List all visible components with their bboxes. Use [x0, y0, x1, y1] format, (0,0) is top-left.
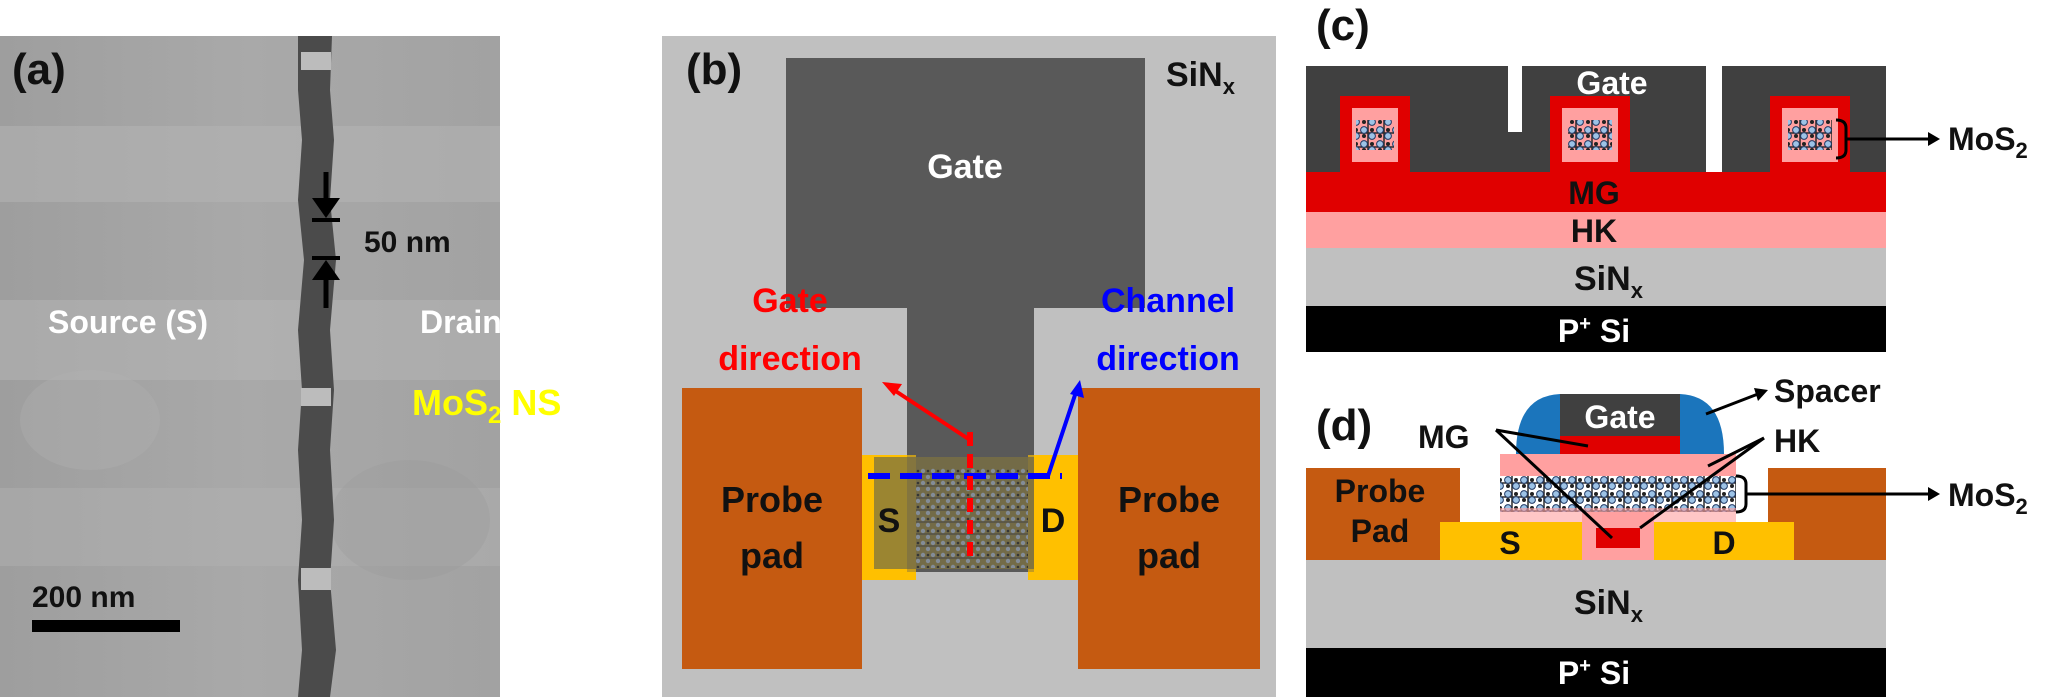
mos2-pointer-head [1928, 487, 1940, 501]
hk-top [1500, 454, 1736, 476]
sinx-label: SiNx [1574, 260, 1644, 303]
source-label: Source (S) [48, 304, 208, 340]
hk-layer-ext [1666, 212, 1886, 248]
panel-b-tag: (b) [686, 45, 742, 94]
mos2-channel [1500, 476, 1736, 512]
gate-label: Gate [1584, 399, 1655, 435]
width-label: 50 nm [364, 226, 451, 259]
sinx-layer [1306, 560, 1886, 648]
channel-direction-arrow [1046, 380, 1084, 477]
p-si-substrate [1306, 648, 1886, 697]
scale-bar-label: 200 nm [32, 581, 135, 614]
probe-pad-right-label-2: pad [1137, 535, 1201, 576]
mos2-label: MoS2 [1948, 121, 2028, 163]
drain-label: D [1041, 502, 1066, 540]
panel-b: (b) SiNx Gate Gate direction Channel dir… [662, 36, 1276, 697]
nanosheet-2 [1550, 96, 1630, 174]
p-si-substrate-ext [1666, 306, 1886, 352]
gate-label: Gate [1576, 65, 1647, 101]
nanosheet-1 [1340, 96, 1410, 174]
mos2-nanosheet [298, 36, 336, 697]
nanosheet-bridge [301, 568, 331, 590]
nanosheet-bridge [301, 52, 331, 70]
sem-grain [20, 370, 160, 470]
gate-metal [1560, 394, 1680, 436]
sem-band [0, 126, 500, 202]
gate-direction-label-2: direction [718, 340, 862, 378]
mg-label: MG [1568, 175, 1620, 211]
mos2-brace [1735, 474, 1748, 514]
gate-label: Gate [927, 148, 1003, 186]
gate-direction-arrow [882, 382, 972, 442]
probe-pad-left [682, 388, 862, 669]
mos2-pointer-head [1928, 132, 1940, 146]
probe-pad-right-label-1: Probe [1118, 479, 1220, 520]
hk-label: HK [1774, 423, 1820, 459]
probe-pad-label-2: Pad [1351, 513, 1410, 549]
hk-pointers [1639, 436, 1765, 530]
probe-pad-right [1078, 388, 1260, 669]
gap-2-fix [1706, 60, 1722, 132]
sem-band [0, 488, 500, 566]
panel-d: (d) Gate Spacer MG HK MoS2 Probe Pad S D… [1306, 373, 2028, 697]
sinx-label: SiNx [1166, 56, 1236, 99]
scale-bar [32, 620, 180, 632]
probe-pad-label-1: Probe [1335, 473, 1426, 509]
hk-layer [1306, 212, 1666, 248]
panel-a-tag: (a) [12, 45, 66, 94]
gap-1 [1508, 60, 1522, 132]
sem-grain [330, 460, 490, 580]
panel-c-tag: (c) [1316, 1, 1370, 50]
drain-label: Drain (D) [420, 304, 555, 340]
spacer-label: Spacer [1774, 373, 1881, 409]
mg-layer [1306, 172, 1666, 212]
channel-direction-label-2: direction [1096, 340, 1240, 378]
panel-c: (c) Gate MoS2 MG HK SiNx P+ Si [1306, 1, 2028, 352]
probe-pad-left-label-2: pad [740, 535, 804, 576]
panel-a: (a) 50 nm Source (S) Drain (D) MoS2 NS 2… [0, 36, 561, 697]
gate-direction-label-1: Gate [752, 282, 828, 320]
source-label: S [878, 502, 901, 540]
drain-label: D [1712, 525, 1735, 561]
source-label: S [1499, 525, 1520, 561]
psi-label: P+ Si [1558, 655, 1630, 691]
hk-label: HK [1571, 213, 1617, 249]
psi-label: P+ Si [1558, 313, 1630, 349]
probe-pad-left-label-1: Probe [721, 479, 823, 520]
hk-mid [1500, 508, 1736, 522]
spacer-pointer-head [1754, 388, 1768, 401]
sinx-layer-ext [1666, 248, 1886, 306]
sem-band [0, 300, 500, 380]
gate-pad [786, 58, 1145, 308]
p-si-substrate [1306, 306, 1666, 352]
sinx-layer [1306, 248, 1666, 306]
mos2-ns-label: MoS2 NS [412, 382, 561, 429]
nanosheet-3-redraw [1770, 96, 1850, 174]
drain-contact [1654, 522, 1794, 560]
mg-label: MG [1418, 419, 1470, 455]
mg-top [1560, 436, 1680, 454]
mg-pointers [1494, 428, 1614, 540]
channel-direction-label-1: Channel [1101, 282, 1235, 320]
mg-layer-ext [1666, 172, 1886, 212]
sinx-label: SiNx [1574, 584, 1644, 627]
mos2-label: MoS2 [1948, 477, 2028, 519]
nanosheet-bridge [301, 388, 331, 406]
probe-pad-left [1306, 468, 1460, 560]
source-contact [1440, 522, 1582, 560]
panel-d-tag: (d) [1316, 401, 1372, 450]
spacer-pointer [1705, 392, 1759, 416]
width-indicator [312, 172, 340, 308]
